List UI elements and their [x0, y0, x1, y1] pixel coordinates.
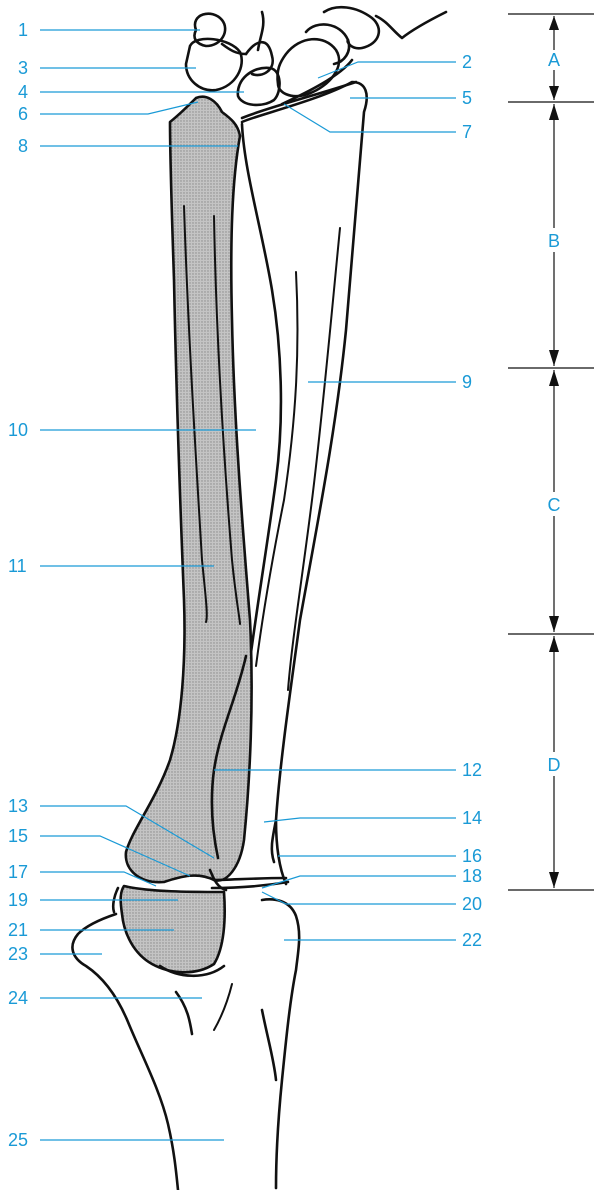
callout-label: 10: [8, 420, 28, 440]
callout-label: 9: [462, 372, 472, 392]
callout-label: 15: [8, 826, 28, 846]
callout-label: 24: [8, 988, 28, 1008]
callout-label: 18: [462, 866, 482, 886]
callout-label: 21: [8, 920, 28, 940]
callout-label: 4: [18, 82, 28, 102]
upper-carpal-bones: [186, 7, 446, 118]
shaded-splint-bone: [126, 97, 288, 890]
segment-label: B: [548, 231, 560, 251]
callout-label: 16: [462, 846, 482, 866]
callout-label: 22: [462, 930, 482, 950]
callout-label: 1: [18, 20, 28, 40]
segment-label: C: [548, 495, 561, 515]
callout-label: 12: [462, 760, 482, 780]
callout-label: 19: [8, 890, 28, 910]
main-metatarsal: [242, 82, 367, 884]
callout-label: 6: [18, 104, 28, 124]
callout-label: 7: [462, 122, 472, 142]
number-labels-right: 2 5 7 9 12 14 16 18 20 22: [462, 52, 482, 950]
callout-label: 3: [18, 58, 28, 78]
segment-markers: A B C D: [508, 14, 594, 890]
number-labels-left: 1 3 4 6 8 10 11 13 15 17 19 21 23 24 25: [8, 20, 28, 1150]
callout-label: 13: [8, 796, 28, 816]
callout-label: 5: [462, 88, 472, 108]
callout-label: 8: [18, 136, 28, 156]
callout-label: 2: [462, 52, 472, 72]
callout-label: 25: [8, 1130, 28, 1150]
segment-label: A: [548, 50, 560, 70]
callout-label: 20: [462, 894, 482, 914]
callout-label: 14: [462, 808, 482, 828]
lower-bones: [72, 886, 299, 1190]
segment-label: D: [548, 755, 561, 775]
callout-label: 11: [8, 556, 27, 576]
callout-label: 23: [8, 944, 28, 964]
callout-label: 17: [8, 862, 28, 882]
